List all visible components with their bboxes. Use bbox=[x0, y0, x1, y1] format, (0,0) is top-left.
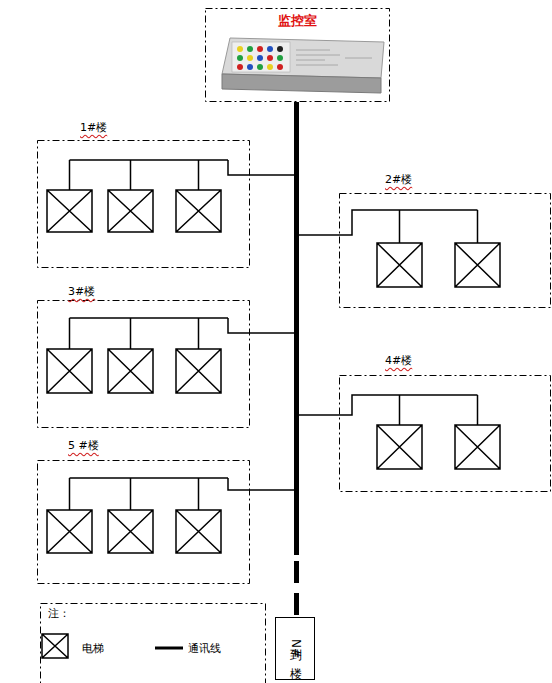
building-group: 1#楼 bbox=[37, 140, 250, 268]
monitor-room: 监控室 bbox=[205, 8, 390, 102]
internal-wire bbox=[339, 395, 478, 425]
building-name: 5 #楼 bbox=[68, 438, 99, 453]
legend-text: 电梯 bbox=[82, 641, 104, 656]
device-button bbox=[237, 46, 243, 52]
outline-rect bbox=[340, 194, 551, 308]
building-group: 4#楼 bbox=[339, 375, 551, 492]
elevator-symbol bbox=[108, 510, 153, 553]
bus-dashed-segment bbox=[294, 561, 299, 617]
device-button bbox=[267, 46, 273, 52]
internal-wire bbox=[70, 478, 251, 510]
elevator-symbol bbox=[455, 425, 500, 469]
elevator-symbol bbox=[47, 510, 92, 553]
building-group: 2#楼 bbox=[339, 193, 551, 308]
device-button bbox=[247, 64, 253, 70]
bus-segment bbox=[294, 102, 299, 335]
building-name: 3#楼 bbox=[68, 284, 95, 299]
note-label: 注： bbox=[48, 606, 70, 621]
node-outline bbox=[37, 300, 250, 428]
device-button bbox=[277, 64, 283, 70]
bus-segment bbox=[294, 102, 299, 555]
communication-line bbox=[296, 102, 297, 617]
device-button bbox=[277, 46, 283, 52]
room-title: 监控室 bbox=[205, 12, 390, 30]
device-button bbox=[247, 55, 253, 61]
communication-line bbox=[250, 102, 297, 335]
legend-frame bbox=[41, 604, 266, 683]
device-button bbox=[257, 55, 263, 61]
continuation-box: 到N#楼 bbox=[275, 617, 315, 680]
bus-segment bbox=[294, 102, 299, 417]
device-button bbox=[237, 64, 243, 70]
device-button bbox=[267, 64, 273, 70]
elevator-symbol bbox=[47, 190, 92, 232]
outline-rect bbox=[38, 301, 250, 428]
node-outline bbox=[339, 193, 551, 308]
outline-rect bbox=[38, 141, 250, 268]
building-group: 3#楼 bbox=[37, 300, 250, 428]
building-name: 4#楼 bbox=[385, 353, 412, 368]
branch-segment bbox=[250, 174, 297, 176]
node-outline bbox=[37, 460, 250, 584]
branch-segment bbox=[250, 332, 297, 334]
elevator-symbol bbox=[377, 425, 422, 469]
device-panel bbox=[232, 42, 290, 72]
branch-segment bbox=[297, 234, 340, 236]
branch-segment bbox=[250, 489, 297, 491]
elevator-symbol bbox=[176, 190, 221, 232]
bus-segment bbox=[294, 102, 299, 492]
legend-line-sample bbox=[155, 647, 183, 650]
device-print bbox=[296, 50, 372, 65]
bus-segment bbox=[294, 102, 299, 237]
elevator-symbol bbox=[176, 349, 221, 393]
node-outline bbox=[37, 140, 250, 268]
communication-line bbox=[297, 102, 340, 417]
internal-wire bbox=[339, 210, 478, 243]
elevator-symbol bbox=[377, 243, 422, 287]
elevator-symbol bbox=[47, 349, 92, 393]
elevator-symbol bbox=[108, 190, 153, 232]
building-group: 5 #楼 bbox=[37, 460, 250, 584]
device-button bbox=[257, 46, 263, 52]
building-name: 1#楼 bbox=[80, 120, 107, 135]
elevator-symbol bbox=[176, 510, 221, 553]
device-button bbox=[257, 64, 263, 70]
device-top bbox=[222, 38, 384, 78]
internal-wire bbox=[70, 160, 251, 190]
communication-line bbox=[250, 102, 297, 177]
legend-text: 通讯线 bbox=[188, 641, 221, 656]
device-button bbox=[247, 46, 253, 52]
communication-line bbox=[297, 102, 340, 237]
device-button bbox=[277, 55, 283, 61]
bus-segment bbox=[294, 102, 299, 177]
continuation-text: 到N#楼 bbox=[287, 639, 304, 658]
outline-rect bbox=[206, 9, 390, 102]
node-outline bbox=[339, 375, 551, 492]
outline-rect bbox=[340, 376, 551, 492]
elevator-symbol bbox=[455, 243, 500, 287]
device-button bbox=[267, 55, 273, 61]
device-button bbox=[237, 55, 243, 61]
elevator-symbol bbox=[108, 349, 153, 393]
internal-wire bbox=[70, 318, 251, 349]
device-front bbox=[222, 74, 381, 93]
communication-line bbox=[250, 102, 297, 492]
building-name: 2#楼 bbox=[385, 172, 412, 187]
outline-rect bbox=[276, 618, 315, 680]
legend-elevator-sample bbox=[42, 634, 68, 658]
outline-rect bbox=[38, 461, 250, 584]
branch-segment bbox=[297, 414, 340, 416]
